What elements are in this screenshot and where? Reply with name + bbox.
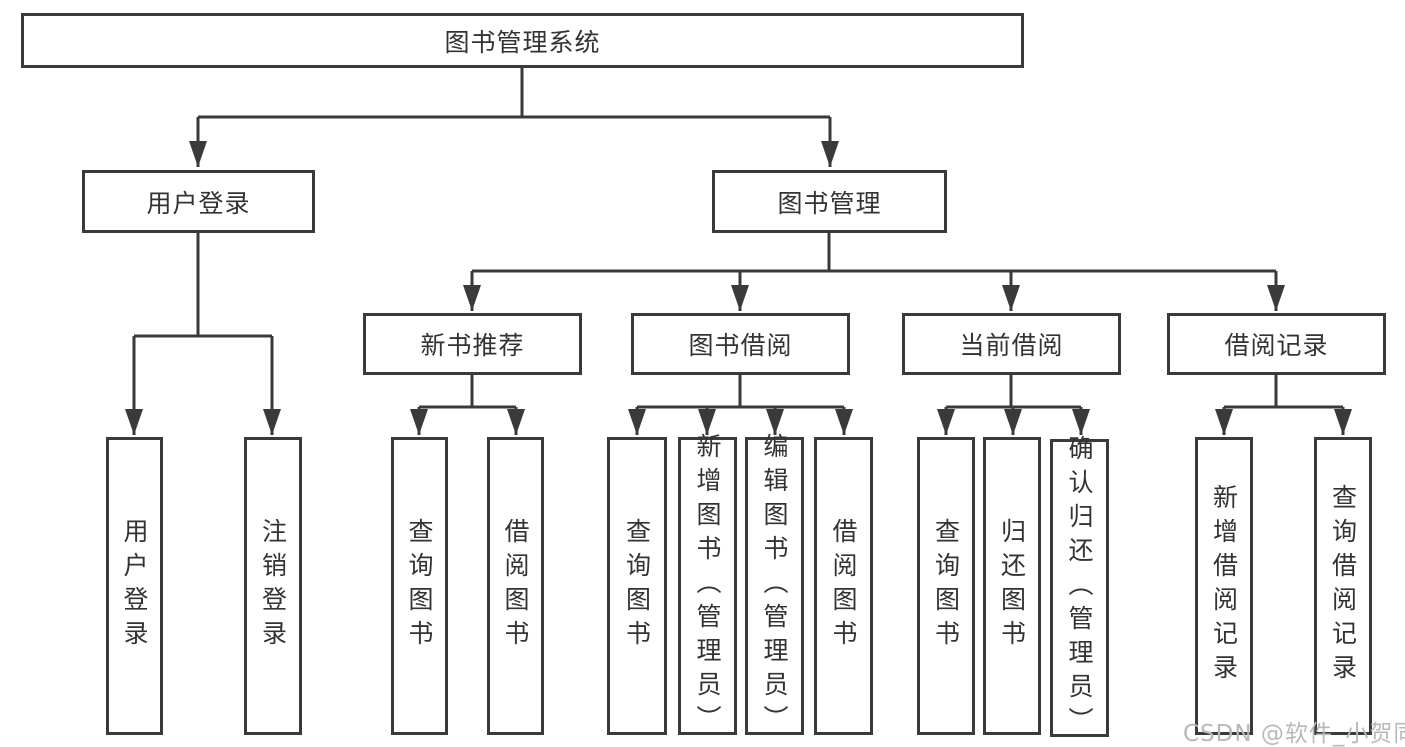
node-borrow-books: 借阅图书 [814, 437, 873, 735]
node-query-borrow-record-label: 查询借阅记录 [1328, 484, 1358, 688]
connectors-user-login-branch [125, 233, 281, 435]
connectors-root-to-level2 [189, 68, 839, 167]
node-return-books: 归还图书 [983, 437, 1041, 735]
connectors-borrow-records-branch [1215, 375, 1352, 435]
connectors-book-borrow-branch [628, 375, 853, 435]
node-borrow-books-recommend: 借阅图书 [487, 437, 544, 735]
node-edit-books-admin-label: 编辑图书（管理员） [760, 433, 789, 739]
node-query-borrow-record: 查询借阅记录 [1314, 437, 1372, 735]
node-user-login-action: 用户登录 [106, 437, 163, 735]
node-new-book-recommend-label: 新书推荐 [420, 331, 525, 360]
node-confirm-return-admin: 确认归还（管理员） [1050, 435, 1109, 741]
node-add-borrow-record: 新增借阅记录 [1195, 437, 1253, 735]
node-query-books-borrow-label: 查询图书 [622, 518, 652, 654]
node-query-books-recommend-label: 查询图书 [405, 518, 434, 654]
node-logout-action-label: 注销登录 [258, 518, 288, 654]
node-book-mgmt: 图书管理 [712, 170, 947, 233]
connectors-current-borrow-branch [937, 375, 1090, 435]
node-new-book-recommend: 新书推荐 [363, 313, 582, 375]
node-query-books-recommend: 查询图书 [391, 437, 448, 735]
node-query-books-borrow: 查询图书 [607, 437, 667, 735]
node-current-borrow-label: 当前借阅 [959, 331, 1064, 360]
connectors-new-book-branch [410, 375, 525, 435]
node-borrow-books-recommend-label: 借阅图书 [501, 518, 530, 654]
node-edit-books-admin: 编辑图书（管理员） [745, 433, 804, 739]
node-user-login-action-label: 用户登录 [120, 518, 149, 654]
node-borrow-records: 借阅记录 [1167, 313, 1386, 375]
node-query-books-current-label: 查询图书 [931, 518, 961, 654]
node-borrow-books-label: 借阅图书 [829, 518, 858, 654]
node-current-borrow: 当前借阅 [902, 313, 1121, 375]
node-book-borrow: 图书借阅 [631, 313, 850, 375]
node-query-books-current: 查询图书 [917, 437, 975, 735]
node-root: 图书管理系统 [21, 13, 1024, 68]
node-book-mgmt-label: 图书管理 [777, 188, 882, 218]
node-borrow-records-label: 借阅记录 [1224, 331, 1329, 360]
node-return-books-label: 归还图书 [997, 518, 1027, 654]
connectors-book-mgmt-to-level3 [463, 233, 1285, 311]
node-book-borrow-label: 图书借阅 [688, 331, 793, 360]
node-user-login-label: 用户登录 [146, 188, 251, 218]
node-add-books-admin-label: 新增图书（管理员） [693, 433, 722, 739]
watermark: CSDN @软件_小贺同学 [1183, 721, 1405, 747]
node-add-books-admin: 新增图书（管理员） [678, 433, 737, 739]
node-root-label: 图书管理系统 [444, 27, 601, 57]
node-logout-action: 注销登录 [244, 437, 302, 735]
node-add-borrow-record-label: 新增借阅记录 [1209, 484, 1239, 688]
node-user-login: 用户登录 [82, 170, 315, 233]
node-confirm-return-admin-label: 确认归还（管理员） [1065, 435, 1094, 741]
